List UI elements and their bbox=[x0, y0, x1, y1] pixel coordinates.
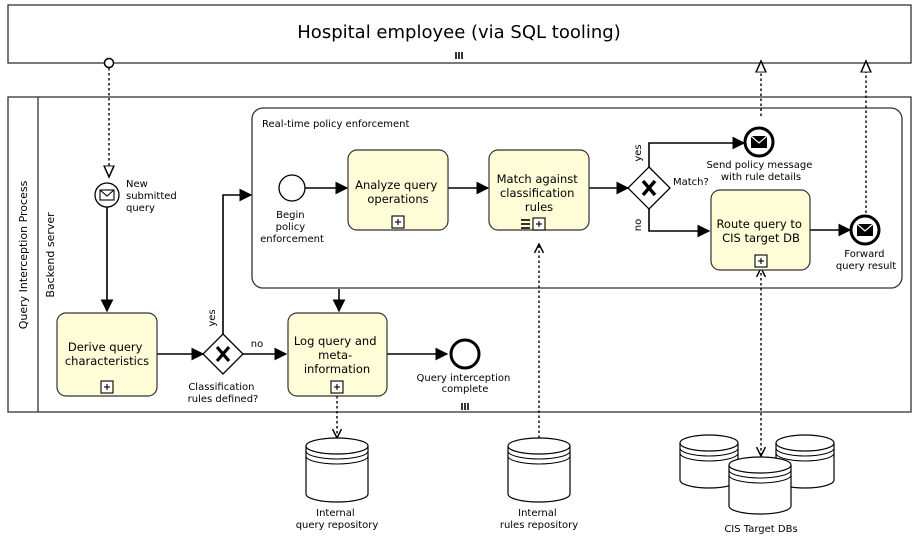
envelope-icon bbox=[99, 189, 115, 201]
flow-label-yes-match: yes bbox=[633, 144, 644, 161]
flow-label-yes: yes bbox=[207, 309, 218, 326]
event-new-submitted-query[interactable]: New submitted query bbox=[94, 179, 180, 214]
pool-hospital-employee: Hospital employee (via SQL tooling) bbox=[7, 4, 912, 64]
event-query-interception-complete[interactable]: Query interception complete bbox=[417, 338, 514, 395]
flow-yes-to-send bbox=[648, 136, 746, 167]
task-match-label: Match against classification rules bbox=[497, 172, 582, 214]
task-derive-query[interactable]: Derive query characteristics bbox=[56, 312, 158, 397]
business-rule-icon bbox=[521, 219, 530, 229]
event-forward-label: Forward query result bbox=[836, 249, 896, 272]
pool-bottom-marker bbox=[461, 403, 469, 410]
x-icon bbox=[641, 179, 657, 197]
task-analyze-label: Analyze query operations bbox=[355, 178, 441, 206]
datastore-query-repository[interactable]: Internal query repository bbox=[296, 437, 379, 531]
datastore-cis-target-dbs[interactable]: CIS Target DBs bbox=[679, 434, 835, 535]
pool-title: Hospital employee (via SQL tooling) bbox=[297, 22, 620, 43]
gateway-classification[interactable]: Classification rules defined? bbox=[188, 333, 259, 405]
task-route-label: Route query to CIS target DB bbox=[716, 217, 805, 245]
flow-yes-to-subprocess bbox=[222, 188, 253, 334]
datastore-rules-repository[interactable]: Internal rules repository bbox=[500, 437, 578, 531]
gateway-classification-label: Classification rules defined? bbox=[188, 382, 259, 405]
pool-label: Query Interception Process bbox=[17, 180, 30, 329]
event-send-policy-message[interactable]: Send policy message with rule details bbox=[706, 126, 815, 183]
envelope-filled-icon bbox=[856, 223, 874, 236]
cis-db-center bbox=[728, 456, 792, 515]
flow-no-to-route bbox=[648, 208, 711, 238]
gateway-match-label: Match? bbox=[673, 177, 709, 188]
task-log-query[interactable]: Log query and meta- information bbox=[287, 312, 388, 397]
task-match-rules[interactable]: Match against classification rules bbox=[488, 149, 590, 231]
lane-label: Backend server bbox=[44, 212, 57, 298]
envelope-filled-icon bbox=[750, 135, 768, 148]
flow-label-no-match: no bbox=[633, 219, 644, 231]
flow-label-no: no bbox=[251, 339, 263, 350]
task-log-label: Log query and meta- information bbox=[294, 334, 380, 376]
subprocess-marker-icon bbox=[100, 380, 114, 394]
message-flows bbox=[109, 61, 866, 218]
event-send-label: Send policy message with rule details bbox=[706, 160, 815, 183]
event-begin-label: Begin policy enforcement bbox=[260, 210, 324, 245]
event-begin-policy-enforcement[interactable]: Begin policy enforcement bbox=[260, 174, 324, 245]
subprocess-marker-icon bbox=[330, 380, 344, 394]
task-analyze-query[interactable]: Analyze query operations bbox=[347, 149, 449, 231]
task-derive-label: Derive query characteristics bbox=[65, 340, 149, 368]
cis-db-left bbox=[679, 434, 739, 489]
subprocess-marker-icon bbox=[391, 215, 405, 229]
event-forward-query-result[interactable]: Forward query result bbox=[836, 214, 896, 272]
datastore-cis-label: CIS Target DBs bbox=[724, 524, 797, 535]
subprocess-marker-icon bbox=[754, 254, 768, 268]
x-icon bbox=[215, 345, 231, 363]
subprocess-label: Real-time policy enforcement bbox=[262, 119, 409, 130]
cis-db-right bbox=[775, 434, 835, 489]
gateway-match[interactable]: Match? bbox=[627, 166, 709, 210]
event-new-query-label: New submitted query bbox=[126, 179, 180, 214]
datastore-rules-repo-label: Internal rules repository bbox=[500, 508, 578, 531]
event-complete-label: Query interception complete bbox=[417, 373, 514, 395]
task-route-query[interactable]: Route query to CIS target DB bbox=[710, 189, 811, 271]
collapsed-pool-marker bbox=[455, 52, 463, 59]
datastore-query-repo-label: Internal query repository bbox=[296, 508, 379, 531]
subprocess-marker-icon bbox=[532, 217, 546, 231]
